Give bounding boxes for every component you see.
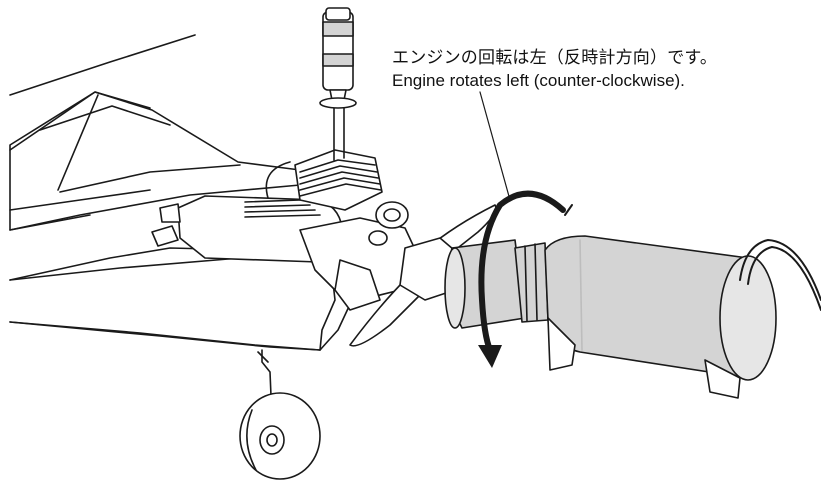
tank-rib-2 — [244, 204, 311, 208]
tank-nozzle — [159, 203, 181, 223]
electric-starter — [444, 235, 821, 399]
engine-mount — [334, 259, 381, 311]
starter-foot-rear — [704, 359, 741, 399]
tank-rib-4 — [244, 214, 321, 218]
wing-fold-line-3 — [59, 164, 241, 193]
fin-5 — [299, 183, 382, 197]
wheel-rim — [246, 409, 257, 471]
landing-gear — [239, 349, 321, 480]
rotation-arrow-head — [478, 345, 502, 368]
fuel-tank — [151, 161, 344, 264]
wheel-hub-inner — [266, 433, 278, 447]
fin-2 — [299, 165, 378, 179]
wing-trailing-edge — [9, 189, 151, 211]
needle-valve — [368, 230, 388, 246]
glow-igniter — [319, 7, 357, 109]
leader-line — [479, 91, 511, 201]
prop-blade-lower — [349, 279, 426, 347]
fin-1 — [299, 159, 376, 173]
rotation-arrow-tail — [564, 204, 573, 216]
tank-rib-1 — [244, 199, 301, 203]
wing-lower-edge — [9, 214, 91, 231]
starter-foot-front — [547, 317, 576, 371]
starter-cone-front — [444, 247, 466, 329]
neck-ring-2 — [534, 243, 538, 321]
tank-rib-3 — [244, 209, 316, 213]
igniter-band-2 — [322, 53, 354, 67]
housing-highlight — [579, 239, 583, 351]
caption-english: Engine rotates left (counter-clockwise). — [392, 71, 685, 90]
wing-upper-edge — [9, 34, 196, 96]
wing-fold-line-2 — [57, 94, 99, 191]
rotation-indicator — [478, 91, 573, 368]
wing-leading-edge — [9, 91, 151, 151]
caption-japanese: エンジンの回転は左（反時計方向）です。 — [392, 48, 718, 68]
propeller — [349, 204, 497, 347]
carburetor-inner — [383, 208, 401, 222]
tank-fitting — [151, 225, 179, 247]
fin-4 — [299, 177, 381, 191]
gear-strut-2 — [257, 351, 269, 363]
igniter-washer — [319, 97, 357, 109]
engine — [294, 104, 421, 311]
fin-3 — [299, 171, 379, 185]
wheel-hub-outer — [259, 425, 285, 455]
igniter-cap — [325, 7, 351, 21]
wing-fold-line-1 — [39, 105, 171, 131]
fuel-line — [265, 161, 291, 199]
neck-ring-1 — [524, 245, 528, 322]
starter-rear-cap — [719, 255, 777, 381]
carburetor — [375, 201, 409, 229]
fuselage-bottom-line — [9, 321, 321, 351]
rotation-arrow-icon — [478, 190, 566, 353]
glow-plug-stem — [333, 104, 345, 161]
power-cable-2 — [747, 246, 821, 311]
power-cable-1 — [739, 239, 821, 301]
igniter-band-1 — [322, 21, 354, 37]
